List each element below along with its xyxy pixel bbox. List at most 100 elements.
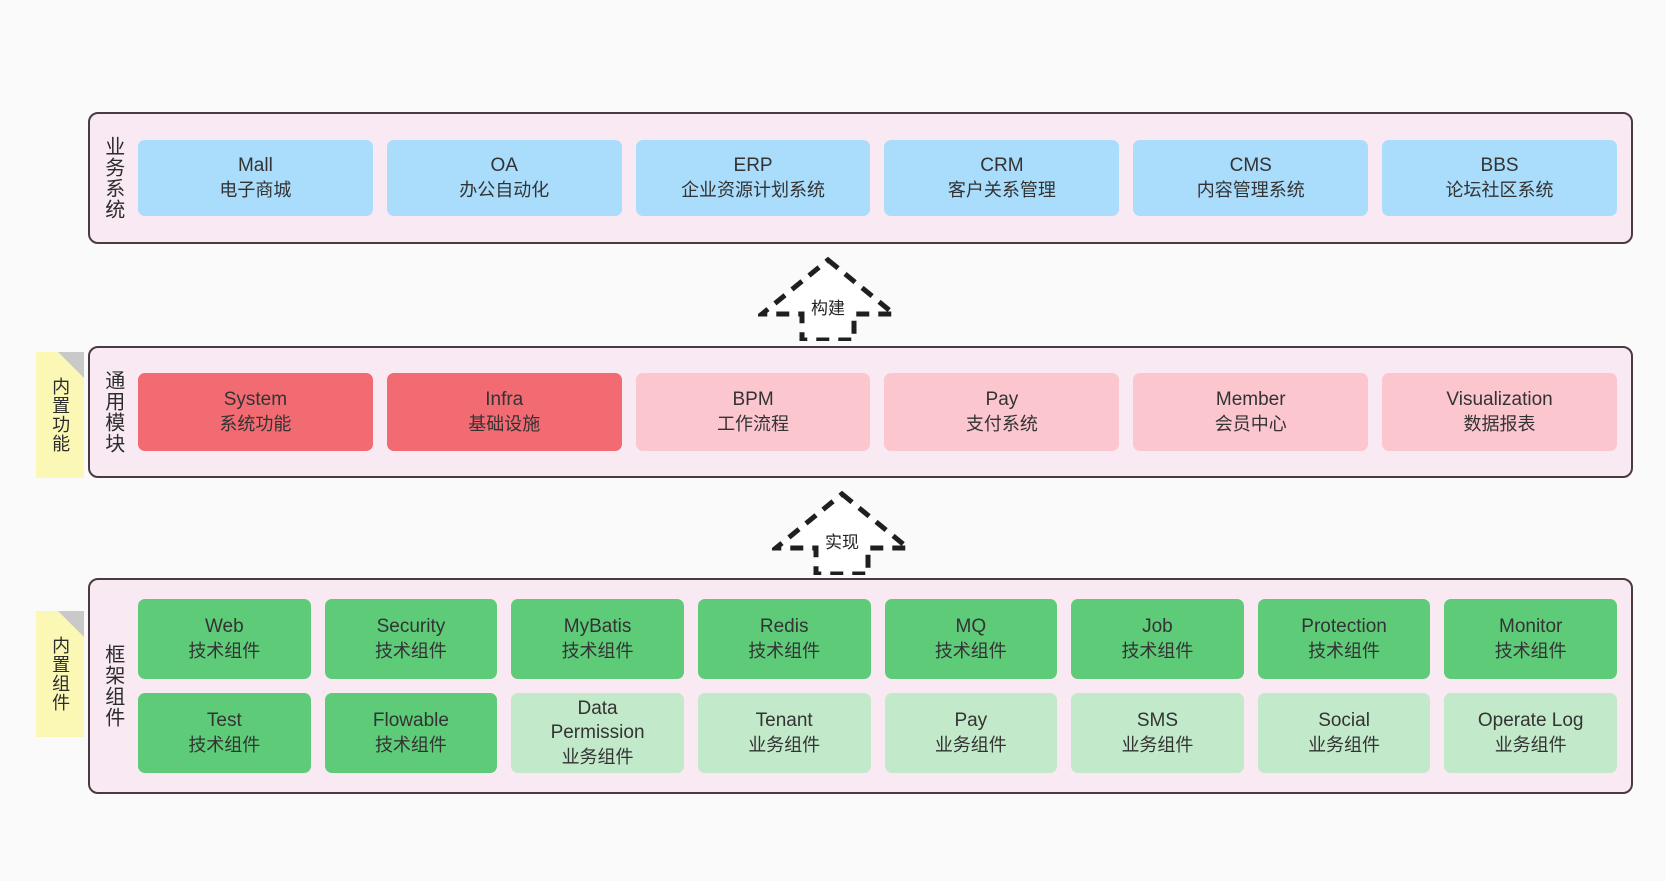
layer-framework-body: Web 技术组件 Security 技术组件 MyBatis 技术组件 Redi… <box>134 580 1631 792</box>
note-builtin-function: 内置功能 <box>36 352 84 478</box>
card-title: Visualization <box>1446 389 1553 411</box>
card-visualization[interactable]: Visualization 数据报表 <box>1382 373 1617 451</box>
layer-business-body: Mall 电子商城 OA 办公自动化 ERP 企业资源计划系统 CRM 客户关系… <box>134 114 1631 242</box>
card-subtitle: 技术组件 <box>1308 640 1381 661</box>
layer-business-system: 业务系统 Mall 电子商城 OA 办公自动化 ERP 企业资源计划系统 CRM… <box>88 112 1633 244</box>
card-protection[interactable]: Protection 技术组件 <box>1257 599 1431 679</box>
card-subtitle: 技术组件 <box>934 640 1007 661</box>
card-title: SMS <box>1136 710 1179 732</box>
card-title: Infra <box>485 389 524 411</box>
layer-common-module: 通用模块 System 系统功能 Infra 基础设施 BPM 工作流程 Pay… <box>88 346 1633 478</box>
card-title: MQ <box>955 616 987 638</box>
card-subtitle: 业务组件 <box>1494 734 1567 755</box>
card-subtitle: 系统功能 <box>219 413 292 434</box>
card-system[interactable]: System 系统功能 <box>138 373 373 451</box>
card-subtitle: 工作流程 <box>717 413 790 434</box>
dashed-hollow-arrow-up-icon <box>754 256 902 343</box>
card-title: System <box>223 389 288 411</box>
card-monitor[interactable]: Monitor 技术组件 <box>1444 599 1617 679</box>
card-title: CRM <box>980 155 1024 177</box>
card-redis[interactable]: Redis 技术组件 <box>697 599 871 679</box>
card-title: ERP <box>733 155 773 177</box>
layer-common-title: 通用模块 <box>101 370 124 454</box>
card-subtitle: 业务组件 <box>1308 734 1381 755</box>
card-subtitle: 内容管理系统 <box>1196 179 1305 200</box>
card-subtitle: 技术组件 <box>1121 640 1194 661</box>
card-web[interactable]: Web 技术组件 <box>138 599 311 679</box>
card-title: Redis <box>759 616 809 638</box>
card-infra[interactable]: Infra 基础设施 <box>386 373 622 451</box>
card-title: Monitor <box>1499 616 1563 638</box>
card-pay-module[interactable]: Pay 支付系统 <box>884 373 1120 451</box>
card-subtitle: 企业资源计划系统 <box>681 179 826 200</box>
card-subtitle: 技术组件 <box>748 640 821 661</box>
card-subtitle: 办公自动化 <box>459 179 550 200</box>
card-data-permission[interactable]: Data Permission 业务组件 <box>511 693 684 773</box>
card-security[interactable]: Security 技术组件 <box>324 599 498 679</box>
card-title: BPM <box>732 389 774 411</box>
card-flowable[interactable]: Flowable 技术组件 <box>324 693 498 773</box>
card-bpm[interactable]: BPM 工作流程 <box>635 373 871 451</box>
card-title: CMS <box>1229 155 1272 177</box>
card-subtitle: 业务组件 <box>1121 734 1194 755</box>
card-oa[interactable]: OA 办公自动化 <box>386 140 622 216</box>
card-title: Tenant <box>755 710 813 732</box>
card-subtitle: 业务组件 <box>748 734 821 755</box>
card-title: OA <box>490 155 518 177</box>
card-title: Job <box>1142 616 1173 638</box>
connector-build-label: 构建 <box>811 299 845 318</box>
connector-implement: 实现 <box>768 490 916 577</box>
card-sms[interactable]: SMS 业务组件 <box>1071 693 1244 773</box>
card-subtitle: 技术组件 <box>188 640 261 661</box>
card-title: Operate Log <box>1477 710 1584 732</box>
card-operate-log[interactable]: Operate Log 业务组件 <box>1444 693 1617 773</box>
card-title: BBS <box>1480 155 1519 177</box>
card-test[interactable]: Test 技术组件 <box>138 693 311 773</box>
card-job[interactable]: Job 技术组件 <box>1071 599 1244 679</box>
card-subtitle: 技术组件 <box>374 640 447 661</box>
card-erp[interactable]: ERP 企业资源计划系统 <box>635 140 871 216</box>
card-title: Protection <box>1301 616 1387 638</box>
layer-framework-title: 框架组件 <box>101 644 124 728</box>
layer-framework-row-business: Test 技术组件 Flowable 技术组件 Data Permission … <box>138 693 1617 773</box>
card-social[interactable]: Social 业务组件 <box>1257 693 1431 773</box>
card-subtitle: 基础设施 <box>468 413 541 434</box>
card-subtitle: 业务组件 <box>934 734 1007 755</box>
card-subtitle: 技术组件 <box>1494 640 1567 661</box>
connector-implement-label: 实现 <box>825 533 859 552</box>
card-title: Member <box>1215 389 1286 411</box>
card-pay-component[interactable]: Pay 业务组件 <box>884 693 1058 773</box>
card-subtitle: 论坛社区系统 <box>1445 179 1554 200</box>
note-builtin-component-label: 内置组件 <box>50 636 71 712</box>
card-subtitle: 会员中心 <box>1214 413 1287 434</box>
layer-business-title: 业务系统 <box>101 136 124 220</box>
layer-framework-row-tech: Web 技术组件 Security 技术组件 MyBatis 技术组件 Redi… <box>138 599 1617 679</box>
card-subtitle: 电子商城 <box>219 179 292 200</box>
card-subtitle: 数据报表 <box>1463 413 1536 434</box>
layer-framework-component: 框架组件 Web 技术组件 Security 技术组件 MyBatis 技术组件… <box>88 578 1633 794</box>
card-title: Security <box>376 616 446 638</box>
note-builtin-component: 内置组件 <box>36 611 84 737</box>
connector-build: 构建 <box>754 256 902 343</box>
card-mybatis[interactable]: MyBatis 技术组件 <box>511 599 684 679</box>
card-bbs[interactable]: BBS 论坛社区系统 <box>1382 140 1617 216</box>
card-subtitle: 支付系统 <box>965 413 1038 434</box>
card-title: Test <box>206 710 242 732</box>
card-title: Data Permission <box>550 698 645 744</box>
card-mq[interactable]: MQ 技术组件 <box>884 599 1058 679</box>
card-cms[interactable]: CMS 内容管理系统 <box>1133 140 1369 216</box>
layer-common-body: System 系统功能 Infra 基础设施 BPM 工作流程 Pay 支付系统… <box>134 348 1631 476</box>
card-tenant[interactable]: Tenant 业务组件 <box>697 693 871 773</box>
card-mall[interactable]: Mall 电子商城 <box>138 140 373 216</box>
card-member[interactable]: Member 会员中心 <box>1133 373 1369 451</box>
dashed-hollow-arrow-up-icon <box>768 490 916 577</box>
card-subtitle: 业务组件 <box>561 746 634 767</box>
card-title: Pay <box>954 710 988 732</box>
card-subtitle: 技术组件 <box>188 734 261 755</box>
layer-business-row: Mall 电子商城 OA 办公自动化 ERP 企业资源计划系统 CRM 客户关系… <box>138 140 1617 216</box>
card-title: MyBatis <box>563 616 632 638</box>
card-title: Mall <box>237 155 273 177</box>
card-crm[interactable]: CRM 客户关系管理 <box>884 140 1120 216</box>
note-builtin-function-label: 内置功能 <box>50 377 71 453</box>
